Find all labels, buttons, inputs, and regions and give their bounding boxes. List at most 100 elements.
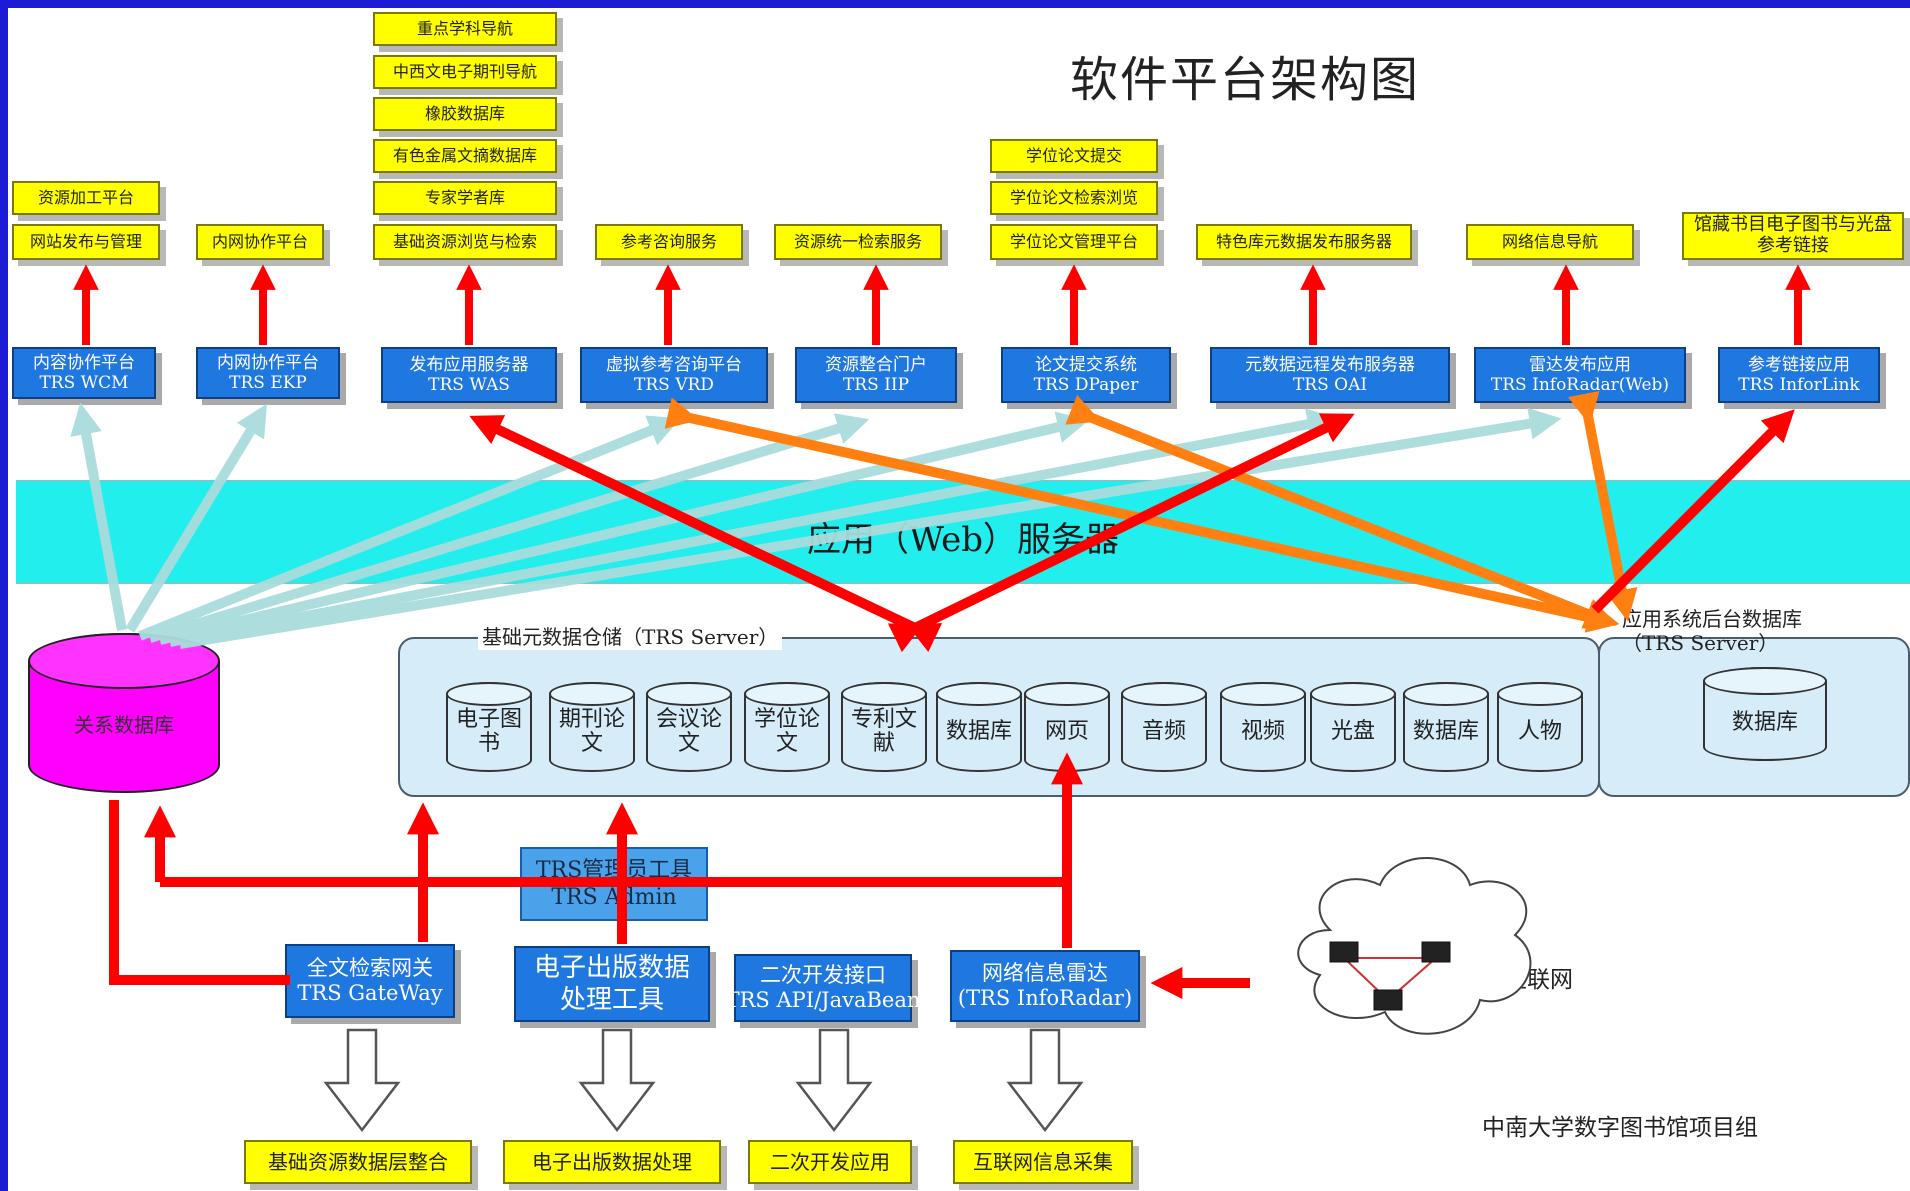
repo-db-thesis-label: 学位论文 <box>753 706 820 756</box>
service-unified-search: 资源统一检索服务 <box>774 224 942 260</box>
repo-db-databases-label: 数据库 <box>945 718 1012 744</box>
repo-db-conference: 会议论文 <box>646 682 732 772</box>
platform-iip-name: 资源整合门户 <box>825 354 927 375</box>
output-hollow-arrows <box>323 1028 1084 1133</box>
repo-db-patents-label: 专利文献 <box>850 706 917 756</box>
service-rubber-db: 橡胶数据库 <box>373 97 557 131</box>
tool-inforadar-name: 网络信息雷达 <box>982 960 1108 985</box>
repo-db-patents: 专利文献 <box>841 682 927 772</box>
platform-inforadar-web-name: 雷达发布应用 <box>1529 354 1631 375</box>
repo-db-conference-label: 会议论文 <box>655 706 722 756</box>
service-intranet-collab: 内网协作平台 <box>196 224 324 260</box>
platform-ekp-sub: TRS EKP <box>229 373 307 393</box>
tool-api-sub: TRS API/JavaBean <box>725 988 921 1012</box>
left-border-bar <box>0 0 8 1191</box>
computer-icon <box>1329 941 1359 963</box>
tool-gateway: 全文检索网关 TRS GateWay <box>285 944 455 1018</box>
platform-dpaper-name: 论文提交系统 <box>1035 354 1137 375</box>
platform-wcm: 内容协作平台 TRS WCM <box>12 347 156 399</box>
output-dev-apps: 二次开发应用 <box>748 1140 912 1184</box>
tool-epub: 电子出版数据 处理工具 <box>514 946 710 1022</box>
repo-db-thesis: 学位论文 <box>744 682 830 772</box>
repo-db-video-label: 视频 <box>1240 718 1285 744</box>
platform-was-sub: TRS WAS <box>428 375 510 395</box>
arrow-repo-was <box>469 415 943 653</box>
repo-db-video: 视频 <box>1220 682 1306 772</box>
repo-db-cdrom-label: 光盘 <box>1330 718 1375 744</box>
arrow-backend-inforlink <box>1591 409 1795 614</box>
repo-db-cdrom: 光盘 <box>1310 682 1396 772</box>
bottom-connectors <box>109 752 1250 1000</box>
service-thesis-manage: 学位论文管理平台 <box>990 224 1158 260</box>
path-reldb-gateway <box>109 800 290 985</box>
tool-epub-sub: 处理工具 <box>559 985 664 1015</box>
tool-gateway-sub: TRS GateWay <box>297 981 443 1005</box>
platform-was-name: 发布应用服务器 <box>409 354 529 375</box>
platform-wcm-name: 内容协作平台 <box>33 352 135 373</box>
arrow-db-wcm <box>70 402 127 631</box>
service-resource-processing: 资源加工平台 <box>12 181 160 215</box>
backend-db-title-line2: （TRS Server） <box>1622 631 1779 655</box>
hollow-arrow-radar <box>1006 1028 1084 1133</box>
platform-iip-sub: TRS IIP <box>842 375 910 395</box>
output-integration: 基础资源数据层整合 <box>244 1140 472 1184</box>
service-net-info-nav: 网络信息导航 <box>1466 224 1634 260</box>
hollow-arrow-api <box>795 1028 873 1133</box>
repo-db-journals-label: 期刊论文 <box>558 706 625 756</box>
platform-dpaper-sub: TRS DPaper <box>1033 375 1139 395</box>
service-thesis-search: 学位论文检索浏览 <box>990 181 1158 215</box>
repo-db-people-label: 人物 <box>1517 718 1562 744</box>
service-special-metadata: 特色库元数据发布服务器 <box>1196 224 1412 260</box>
repo-db-databases-2-label: 数据库 <box>1412 718 1479 744</box>
backend-database-cylinder: 数据库 <box>1703 667 1827 761</box>
platform-vrd-sub: TRS VRD <box>634 375 714 395</box>
platform-oai-name: 元数据远程发布服务器 <box>1245 354 1415 375</box>
platform-oai-sub: TRS OAI <box>1292 375 1368 395</box>
tool-api-name: 二次开发接口 <box>760 962 886 987</box>
backend-db-title: 应用系统后台数据库 （TRS Server） <box>1622 607 1802 655</box>
relational-database-cylinder: 关系数据库 <box>28 633 220 793</box>
service-reference-consult: 参考咨询服务 <box>595 224 743 260</box>
top-border-bar <box>0 0 1910 8</box>
arrow-repo-oai <box>887 413 1355 653</box>
cloud-outline <box>1297 857 1532 1035</box>
service-key-discipline: 重点学科导航 <box>373 12 557 46</box>
repo-db-journals: 期刊论文 <box>549 682 635 772</box>
computer-icon <box>1421 941 1451 963</box>
tool-inforadar-sub: (TRS InfoRadar) <box>957 986 1133 1010</box>
tool-api: 二次开发接口 TRS API/JavaBean <box>726 954 920 1022</box>
platform-inforlink-name: 参考链接应用 <box>1748 354 1850 375</box>
platform-wcm-sub: TRS WCM <box>39 373 129 393</box>
repo-db-audio: 音频 <box>1121 682 1207 772</box>
service-site-publish: 网站发布与管理 <box>12 224 160 260</box>
service-thesis-submit: 学位论文提交 <box>990 139 1158 173</box>
repo-db-audio-label: 音频 <box>1141 718 1186 744</box>
relational-database-label: 关系数据库 <box>74 712 174 737</box>
hollow-arrow-gateway <box>323 1028 401 1133</box>
repository-arrows <box>469 409 1795 653</box>
service-journal-nav: 中西文电子期刊导航 <box>373 55 557 89</box>
credit-label: 中南大学数字图书馆项目组 <box>1482 1115 1758 1141</box>
tool-gateway-name: 全文检索网关 <box>307 955 433 980</box>
platform-inforlink: 参考链接应用 TRS InforLink <box>1718 347 1880 403</box>
service-expert-scholar: 专家学者库 <box>373 181 557 215</box>
computer-icon <box>1373 989 1403 1011</box>
repo-db-ebooks: 电子图书 <box>446 682 532 772</box>
repo-db-people: 人物 <box>1497 682 1583 772</box>
arrow-db-dpaper <box>158 411 1090 645</box>
tool-epub-name: 电子出版数据 <box>533 952 690 983</box>
internet-cloud <box>1297 857 1532 1035</box>
platform-inforlink-sub: TRS InforLink <box>1738 375 1860 395</box>
platform-ekp-name: 内网协作平台 <box>217 352 319 373</box>
service-nonferrous-abstract: 有色金属文摘数据库 <box>373 139 557 173</box>
platform-inforadar-web-sub: TRS InfoRadar(Web) <box>1490 375 1670 395</box>
repo-db-databases: 数据库 <box>936 682 1022 772</box>
service-basic-resource-browse: 基础资源浏览与检索 <box>373 224 557 260</box>
platform-oai: 元数据远程发布服务器 TRS OAI <box>1210 347 1450 403</box>
platform-vrd: 虚拟参考咨询平台 TRS VRD <box>580 347 768 403</box>
diagram-title: 软件平台架构图 <box>1070 52 1421 108</box>
platform-was: 发布应用服务器 TRS WAS <box>381 347 557 403</box>
repo-db-ebooks-label: 电子图书 <box>455 706 522 756</box>
platform-vrd-name: 虚拟参考咨询平台 <box>606 354 742 375</box>
